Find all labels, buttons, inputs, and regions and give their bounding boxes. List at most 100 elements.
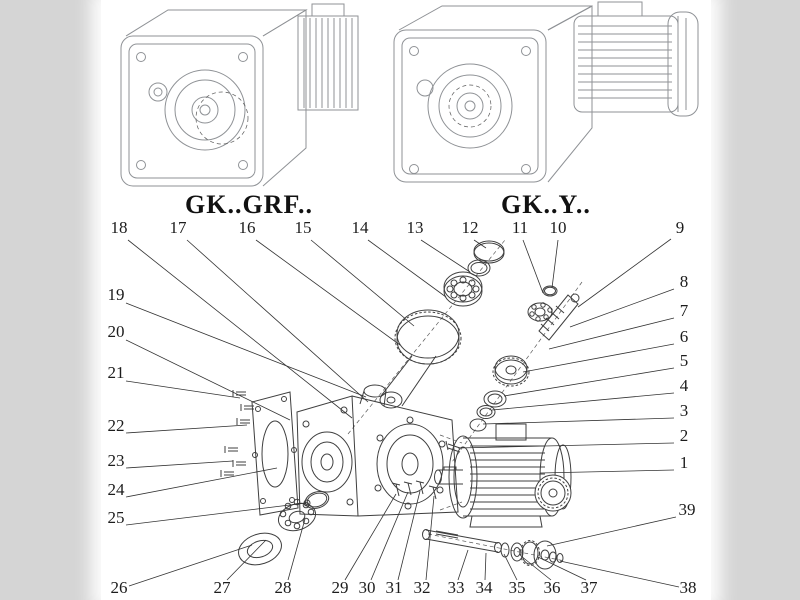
callout-number-19: 19 <box>108 285 125 304</box>
callout-number-18: 18 <box>111 218 128 237</box>
exploded-view <box>220 239 583 570</box>
input-pinion-shaft <box>538 293 580 341</box>
large-snap-ring <box>473 240 505 264</box>
bevel-gear-and-shaft <box>379 309 462 409</box>
callout-number-10: 10 <box>550 218 567 237</box>
callout-number-22: 22 <box>108 416 125 435</box>
input-washers-rings <box>469 390 507 432</box>
callout-number-39: 39 <box>679 500 696 519</box>
callout-number-4: 4 <box>680 376 689 395</box>
variant-label-grf: GK..GRF.. <box>185 190 313 219</box>
callout-number-28: 28 <box>275 578 292 597</box>
leader-line <box>548 317 675 350</box>
leader-line <box>370 491 409 581</box>
callout-number-38: 38 <box>680 578 697 597</box>
callout-number-37: 37 <box>581 578 599 597</box>
leader-line <box>226 539 267 581</box>
callout-number-35: 35 <box>509 578 526 597</box>
leader-line <box>125 424 248 434</box>
callout-number-17: 17 <box>170 218 188 237</box>
callout-number-1: 1 <box>680 453 689 472</box>
gear-housing <box>296 384 459 517</box>
leader-line <box>520 555 552 581</box>
callout-number-20: 20 <box>108 322 125 341</box>
mounting-flange-plate <box>251 391 299 516</box>
leader-line <box>522 343 675 373</box>
leader-line <box>344 493 397 581</box>
leader-line <box>539 469 675 474</box>
leader-line <box>482 417 675 425</box>
assembled-unit-grf-drawing <box>120 3 359 187</box>
leader-line <box>522 239 544 294</box>
callout-number-27: 27 <box>214 578 232 597</box>
callout-number-13: 13 <box>407 218 424 237</box>
leader-line <box>125 460 234 469</box>
output-shaft-axis <box>427 533 566 562</box>
leader-line <box>127 239 353 419</box>
callout-number-34: 34 <box>476 578 494 597</box>
callout-number-31: 31 <box>386 578 403 597</box>
leader-line <box>473 239 487 249</box>
leader-line <box>484 552 487 581</box>
callout-number-8: 8 <box>680 272 689 291</box>
input-snap-ring <box>542 285 558 297</box>
leader-line <box>546 516 677 547</box>
callout-number-32: 32 <box>414 578 431 597</box>
callout-number-9: 9 <box>676 218 685 237</box>
leader-line <box>457 442 675 449</box>
input-bearing <box>527 302 553 322</box>
callout-number-12: 12 <box>462 218 479 237</box>
leader-line <box>551 239 559 289</box>
input-gear <box>492 355 530 387</box>
leader-line <box>186 239 369 403</box>
leader-line <box>125 302 367 398</box>
leader-line <box>128 544 253 587</box>
leader-line <box>577 238 672 308</box>
callout-number-3: 3 <box>680 401 689 420</box>
callout-number-5: 5 <box>680 351 689 370</box>
callout-number-7: 7 <box>680 301 689 320</box>
drawing-sheet <box>101 0 711 600</box>
callout-number-30: 30 <box>359 578 376 597</box>
leader-line <box>569 288 675 328</box>
callout-number-33: 33 <box>448 578 465 597</box>
leader-line <box>310 239 415 327</box>
leader-line <box>367 239 447 298</box>
input-shaft-axis <box>451 281 583 463</box>
callout-number-36: 36 <box>544 578 561 597</box>
callout-number-6: 6 <box>680 327 689 346</box>
gear-shaft-axis <box>347 239 506 435</box>
leader-line <box>457 549 469 581</box>
output-shaft-parts <box>500 540 564 570</box>
leader-line <box>503 367 675 397</box>
output-seal-and-bearing <box>238 491 330 566</box>
leader-line <box>420 239 471 273</box>
leader-line <box>397 490 421 581</box>
leader-line <box>503 553 518 581</box>
motor-stud-bolt <box>445 440 461 453</box>
leader-line <box>559 560 680 588</box>
callout-number-29: 29 <box>332 578 349 597</box>
callout-number-15: 15 <box>295 218 312 237</box>
assembled-unit-motor-drawing <box>393 1 699 183</box>
leader-line <box>125 502 307 526</box>
leader-line <box>425 495 435 581</box>
electric-motor <box>434 423 572 528</box>
callout-number-24: 24 <box>108 480 126 499</box>
output-shaft <box>422 529 502 553</box>
leader-line <box>125 339 291 421</box>
leader-line <box>287 518 306 581</box>
callout-number-26: 26 <box>111 578 128 597</box>
callout-number-2: 2 <box>680 426 689 445</box>
callout-number-11: 11 <box>512 218 528 237</box>
leader-line <box>491 392 675 411</box>
callout-number-16: 16 <box>239 218 256 237</box>
callout-number-23: 23 <box>108 451 125 470</box>
leader-line <box>537 556 587 581</box>
callout-number-21: 21 <box>108 363 125 382</box>
leader-line <box>125 467 278 498</box>
callout-number-25: 25 <box>108 508 125 527</box>
variant-label-y: GK..Y.. <box>501 190 591 219</box>
